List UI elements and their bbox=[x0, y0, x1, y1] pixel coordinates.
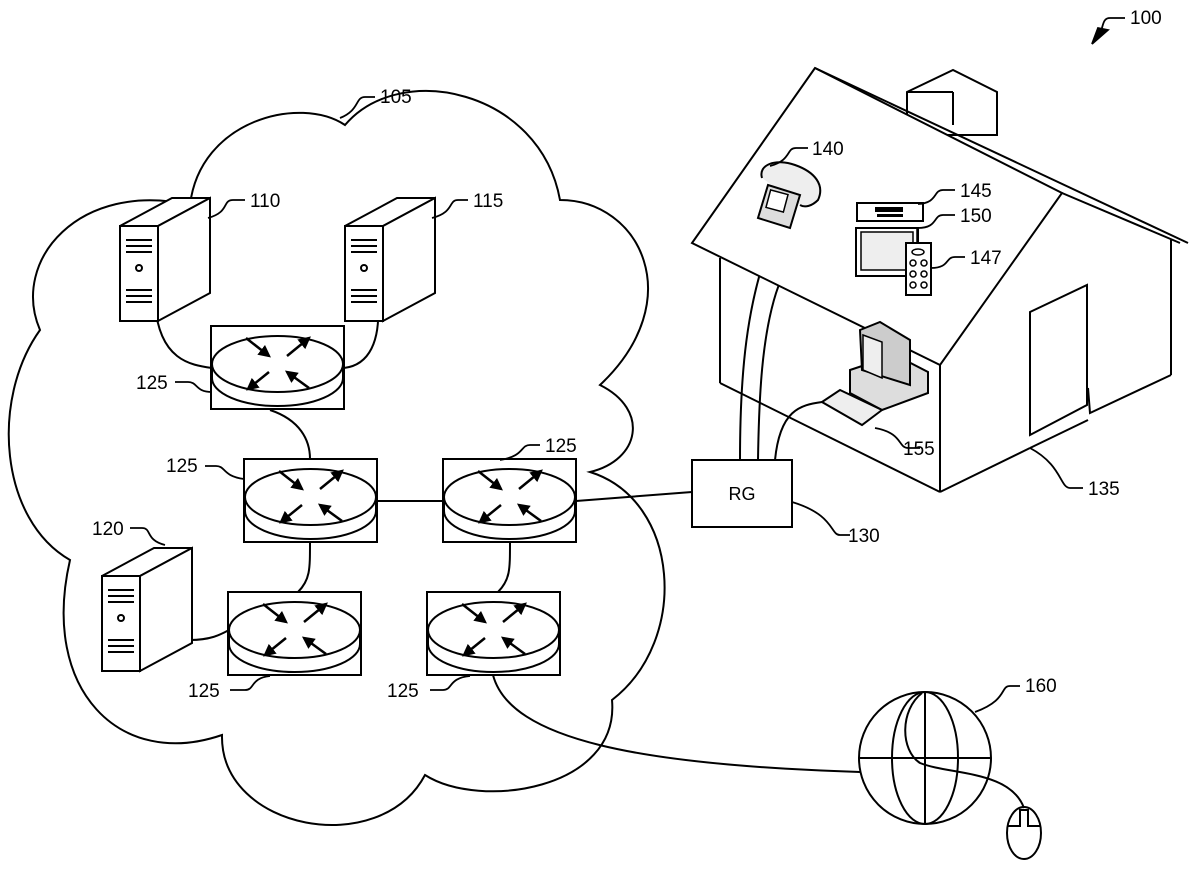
house bbox=[692, 68, 1188, 492]
label-145: 145 bbox=[960, 181, 992, 202]
label-130: 130 bbox=[848, 526, 880, 547]
server-115 bbox=[345, 198, 435, 321]
label-120: 120 bbox=[92, 519, 124, 540]
server-110 bbox=[120, 198, 210, 321]
router-4 bbox=[228, 592, 361, 675]
mouse-icon bbox=[1007, 807, 1041, 859]
label-100: 100 bbox=[1130, 8, 1162, 29]
router-3 bbox=[443, 459, 576, 542]
label-125-router-1: 125 bbox=[136, 373, 168, 394]
router-1 bbox=[211, 326, 344, 409]
router-5 bbox=[427, 592, 560, 675]
label-150: 150 bbox=[960, 206, 992, 227]
label-125-router-3: 125 bbox=[545, 436, 577, 457]
label-125-router-4: 125 bbox=[188, 681, 220, 702]
set-top-box-icon bbox=[857, 203, 923, 221]
label-105: 105 bbox=[380, 87, 412, 108]
rg-label: RG bbox=[729, 484, 756, 504]
label-140: 140 bbox=[812, 139, 844, 160]
label-125-router-2: 125 bbox=[166, 456, 198, 477]
label-147: 147 bbox=[970, 248, 1002, 269]
label-125-router-5: 125 bbox=[387, 681, 419, 702]
server-120 bbox=[102, 548, 192, 671]
label-110: 110 bbox=[250, 191, 280, 212]
router-2 bbox=[244, 459, 377, 542]
label-135: 135 bbox=[1088, 479, 1120, 500]
label-115: 115 bbox=[473, 191, 503, 212]
label-155: 155 bbox=[903, 439, 935, 460]
internet-globe-icon bbox=[859, 692, 1024, 824]
residential-gateway: RG bbox=[692, 460, 792, 527]
label-160: 160 bbox=[1025, 676, 1057, 697]
